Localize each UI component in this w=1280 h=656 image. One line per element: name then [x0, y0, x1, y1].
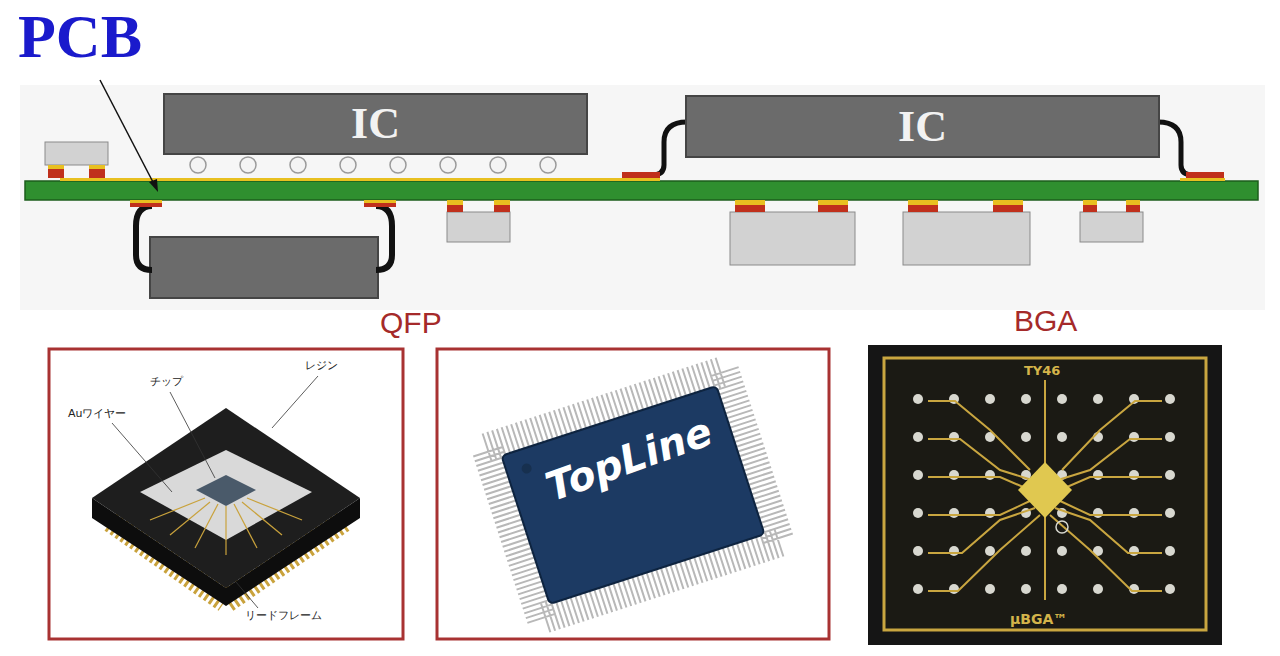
part-label: レジン — [305, 360, 338, 372]
part-label: Auワイヤー — [68, 408, 127, 420]
chip-marking: TY46 — [1024, 364, 1060, 378]
package-label: BGA — [1014, 304, 1077, 337]
chip-marking: μBGA™ — [1010, 612, 1067, 627]
pcb-board — [25, 178, 1258, 200]
qfp-chip-panel — [437, 349, 829, 639]
j-lead-package — [130, 200, 396, 298]
leader-arrow — [100, 80, 158, 192]
passive-components — [447, 212, 1143, 265]
bga-photo-panel — [868, 345, 1222, 645]
chip-marking: TopLine — [540, 409, 718, 510]
package-name: IC — [351, 102, 400, 146]
ic-package: IC — [163, 93, 588, 155]
qfp-cutaway-panel — [49, 349, 403, 639]
cross-section-ground — [20, 85, 1265, 310]
part-label: チップ — [150, 376, 183, 388]
board-label: PCB — [18, 2, 142, 70]
lead-pads — [622, 172, 1224, 178]
package-label: QFP — [380, 306, 442, 339]
bottom-pads — [447, 200, 1140, 212]
chip-component — [45, 142, 108, 178]
package-name: IC — [898, 105, 947, 149]
part-label: リードフレーム — [245, 610, 322, 622]
ic-package: IC — [685, 95, 1160, 158]
solder-balls — [190, 157, 556, 173]
